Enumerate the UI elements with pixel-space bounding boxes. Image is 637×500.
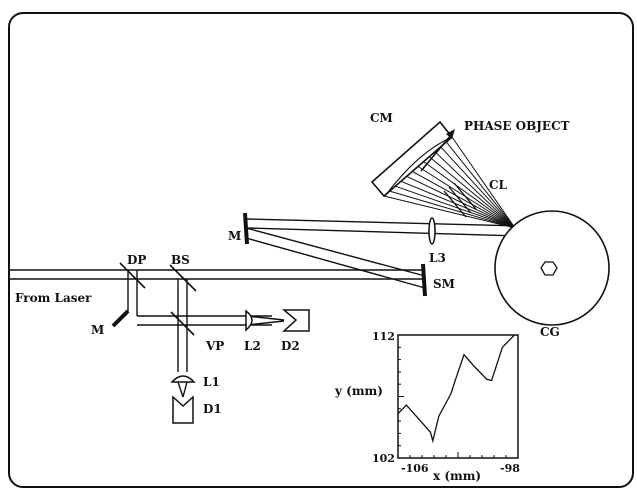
inset-x-label: x (mm) (433, 469, 481, 483)
detector-d2 (281, 309, 310, 332)
lens-l1 (170, 375, 196, 383)
label-d1: D1 (203, 402, 222, 416)
bs-plate (169, 264, 197, 292)
probe-ray (428, 156, 516, 229)
probe-ray (389, 190, 516, 229)
hexagon-target-icon (540, 261, 558, 276)
label-l3: L3 (429, 251, 446, 265)
label-vp: VP (205, 339, 224, 353)
label-l1: L1 (203, 375, 220, 389)
inset-y-label: y (mm) (334, 384, 383, 398)
concave-mirror-cm (370, 120, 454, 198)
cg-chamber (494, 210, 610, 326)
probe-ray (383, 195, 516, 229)
label-dp: DP (127, 253, 146, 267)
label-m-bottom: M (91, 323, 104, 337)
beam-sm-to-m-a (245, 227, 426, 277)
probe-ray (423, 161, 516, 229)
beam-m-to-cg-lower (245, 227, 521, 237)
label-cg: CG (540, 325, 560, 339)
lens-l3 (428, 217, 436, 245)
label-from-laser: From Laser (15, 291, 92, 305)
inset-tick-marks (398, 346, 507, 458)
vp-plate (170, 311, 195, 336)
label-cm: CM (370, 111, 393, 125)
beam-m-to-cg-upper (245, 218, 521, 227)
probe-ray (445, 141, 516, 229)
label-cl: CL (489, 178, 508, 192)
trajectory-line (397, 334, 515, 444)
probe-ray (400, 180, 516, 229)
inset-x-tick-98: -98 (500, 462, 520, 475)
label-d2: D2 (281, 339, 300, 353)
probe-ray-fan (383, 136, 516, 229)
label-phase-object: PHASE OBJECT (464, 119, 570, 133)
beam-l2-focus-a (246, 315, 285, 321)
label-bs: BS (171, 253, 190, 267)
beam-sm-to-m-b (245, 237, 426, 289)
beam-l2-focus-b (246, 320, 285, 326)
beam-l1-focus-a (177, 381, 184, 398)
probe-ray (406, 175, 516, 229)
inset-plot-frame (397, 334, 519, 459)
label-m-top: M (228, 229, 241, 243)
figure-frame (8, 12, 634, 488)
detector-d1 (172, 395, 194, 424)
mirror-m-bottom (111, 309, 130, 328)
inset-y-tick-102: 102 (372, 452, 395, 465)
inset-trajectory-plot: 112 102 -106 -98 y (mm) x (mm) (334, 330, 520, 483)
inset-x-tick-106: -106 (401, 462, 429, 475)
probe-ray (395, 185, 516, 229)
beam-l1-focus-b (182, 381, 188, 398)
probe-ray (451, 136, 516, 229)
label-sm: SM (433, 277, 455, 291)
phase-object-arrow (420, 129, 455, 172)
probe-ray (412, 170, 516, 229)
label-l2: L2 (244, 339, 261, 353)
inset-y-tick-112: 112 (372, 330, 395, 343)
probe-ray (434, 151, 516, 229)
mirror-sm (421, 263, 427, 297)
lens-l2 (245, 309, 253, 332)
mirror-m-top (243, 212, 249, 245)
probe-ray (440, 146, 516, 229)
dp-plate (119, 262, 146, 289)
splitters (119, 262, 197, 336)
cylindrical-lens-cl (443, 182, 477, 218)
